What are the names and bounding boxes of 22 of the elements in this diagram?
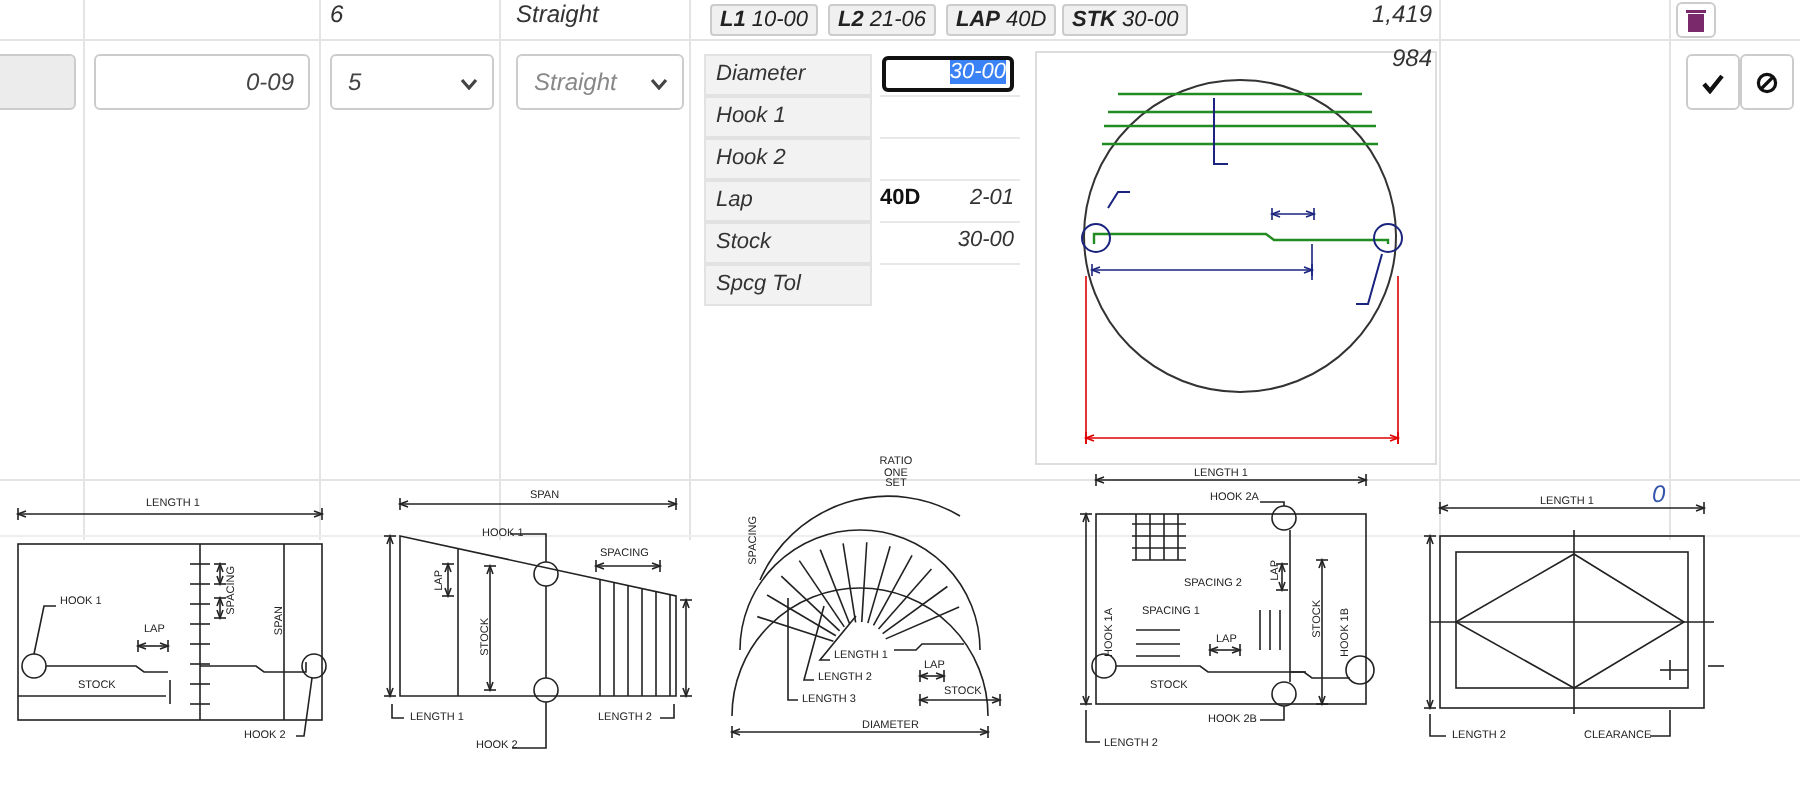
property-label: Hook 1	[704, 96, 872, 138]
dimension-chip: L2 21-06	[828, 4, 937, 36]
property-label: Spcg Tol	[704, 264, 872, 306]
property-value: 2-01	[969, 186, 1014, 210]
property-label: Hook 2	[704, 138, 872, 180]
property-label: Diameter	[704, 54, 872, 96]
property-value: 40D	[880, 186, 921, 210]
property-label: Stock	[704, 222, 872, 264]
property-value: 30-00	[957, 228, 1014, 252]
dimension-chip: LAP 40D	[946, 4, 1057, 36]
shape-type-text: Straight	[516, 0, 599, 28]
weight-value: 984	[1391, 44, 1432, 72]
weight-value: 1,419	[1371, 0, 1432, 28]
property-label: Lap	[704, 180, 872, 222]
dimension-chip: STK 30-00	[1062, 4, 1189, 36]
dimension-value: 0	[1652, 482, 1666, 506]
input-field: 0-09	[94, 54, 310, 110]
dropdown: Straight	[516, 54, 684, 110]
quantity-value: 6	[330, 0, 344, 28]
dropdown: 5	[330, 54, 494, 110]
dimension-chip: L1 10-00	[710, 4, 819, 36]
input-field: 30-00	[882, 56, 1014, 92]
